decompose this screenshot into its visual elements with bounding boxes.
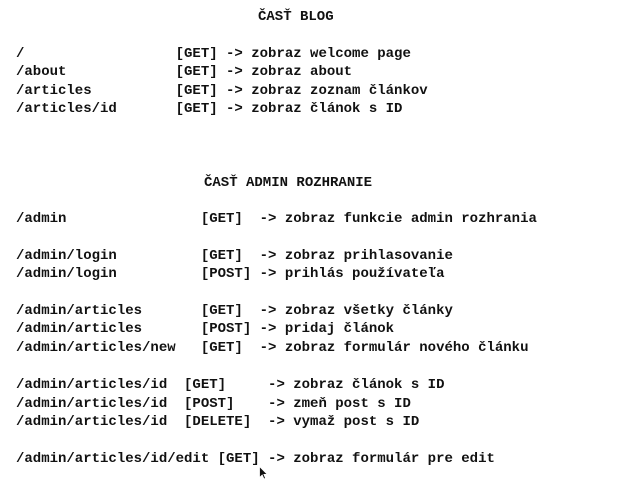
admin-route-line: /admin/articles/id [POST] -> zmeň post s…: [16, 396, 411, 412]
admin-section-heading: ČASŤ ADMIN ROZHRANIE: [204, 175, 373, 191]
admin-route-line: /admin/articles [GET] -> zobraz všetky č…: [16, 303, 453, 319]
admin-route-line: /admin [GET] -> zobraz funkcie admin roz…: [16, 211, 537, 227]
blog-route-line: /articles [GET] -> zobraz zoznam článkov: [16, 83, 428, 99]
admin-route-line: /admin/login [GET] -> zobraz prihlasovan…: [16, 248, 453, 264]
blog-route-line: /about [GET] -> zobraz about: [16, 64, 353, 80]
mouse-cursor-icon: [259, 466, 268, 480]
admin-route-line: /admin/articles [POST] -> pridaj článok: [16, 321, 395, 337]
admin-route-line: /admin/articles/id/edit [GET] -> zobraz …: [16, 451, 495, 467]
admin-route-line: /admin/login [POST] -> prihlás používate…: [16, 266, 445, 282]
blog-route-line: /articles/id [GET] -> zobraz článok s ID: [16, 101, 403, 117]
admin-route-line: /admin/articles/id [GET] -> zobraz článo…: [16, 377, 445, 393]
admin-route-line: /admin/articles/new [GET] -> zobraz form…: [16, 340, 529, 356]
blog-section-heading: ČASŤ BLOG: [258, 9, 334, 25]
admin-route-line: /admin/articles/id [DELETE] -> vymaž pos…: [16, 414, 420, 430]
blog-route-line: / [GET] -> zobraz welcome page: [16, 46, 411, 62]
